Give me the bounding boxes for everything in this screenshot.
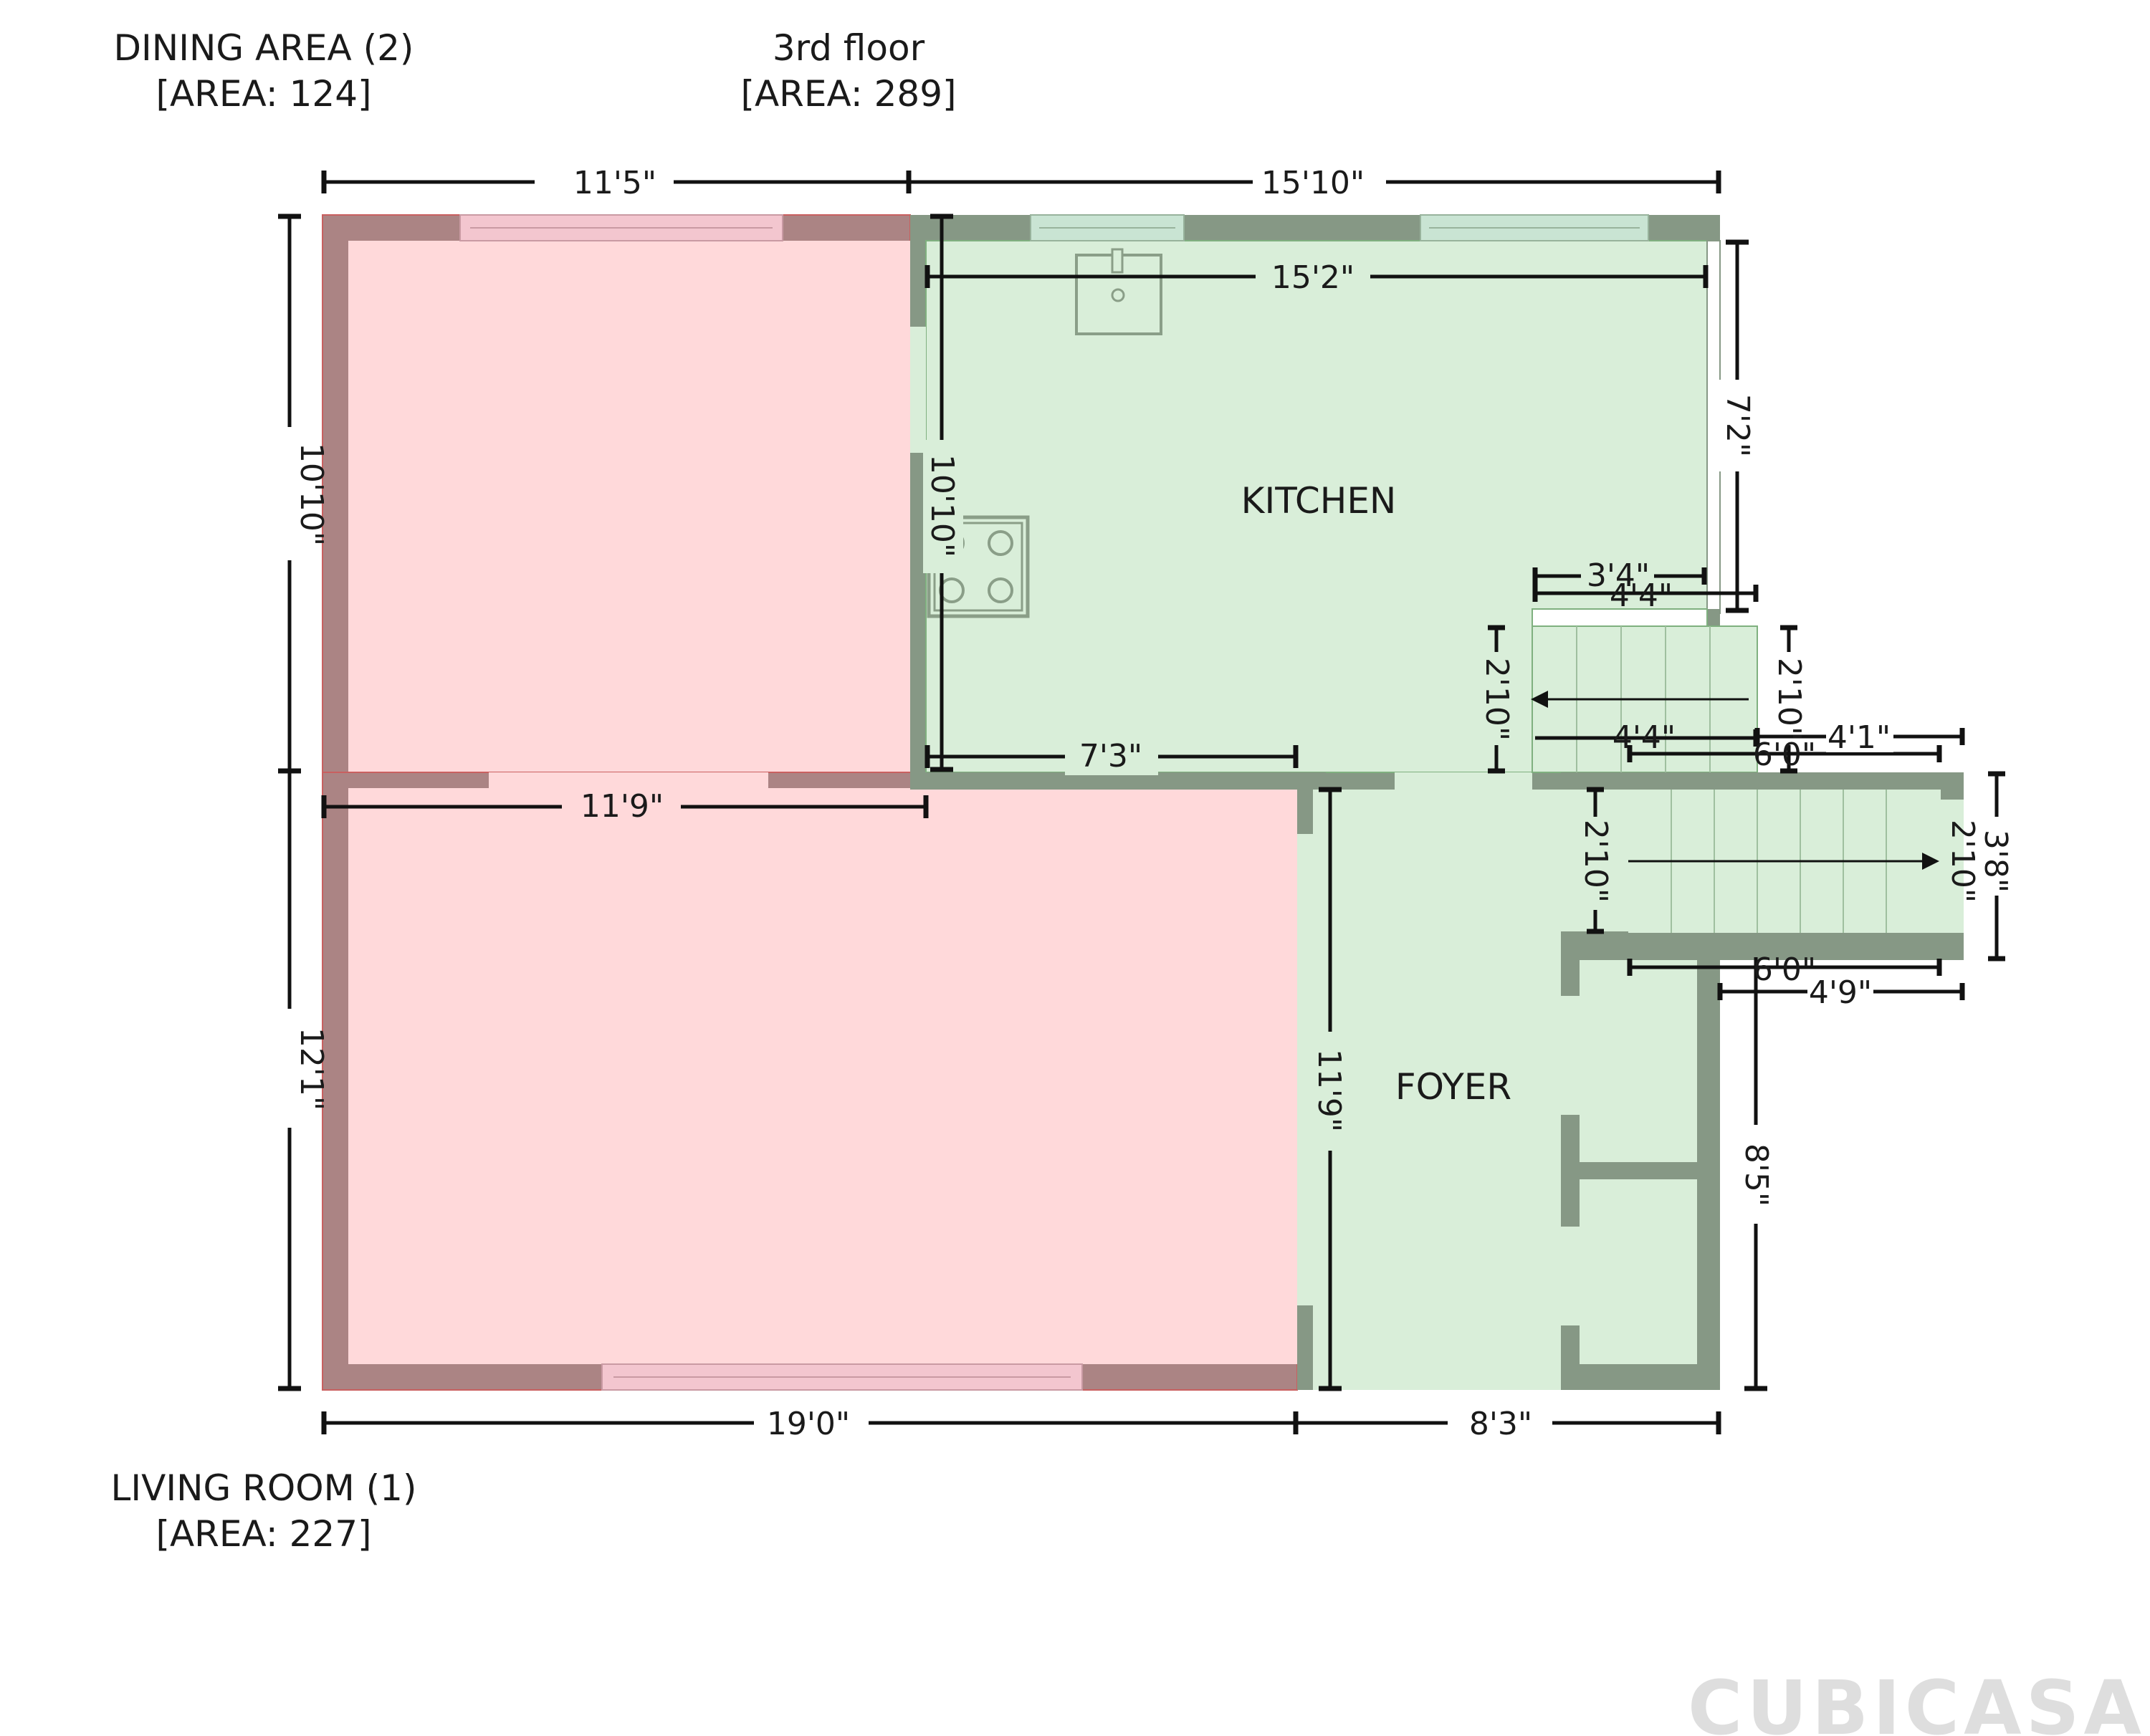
foyer-door xyxy=(1334,1364,1506,1390)
dim-stair-upper-w1: 3'4" xyxy=(1587,557,1650,594)
dimension-lines xyxy=(269,162,2015,1443)
closet-lower xyxy=(1580,1179,1697,1364)
dining-living-opening xyxy=(489,772,768,788)
kitchen-door-top xyxy=(910,327,926,453)
kitchen-foyer-opening xyxy=(1395,772,1532,790)
foyer-floor xyxy=(1313,790,1561,1390)
dim-stair-lower-left: 2'10" xyxy=(1577,820,1614,903)
dim-kitchen-height: 10'10" xyxy=(924,454,960,557)
dim-stair-lower-right-outer: 3'8" xyxy=(1977,830,2014,893)
living-room-floor xyxy=(348,788,1297,1364)
dim-stair-lower-top-right: 4'1" xyxy=(1828,719,1891,756)
dining-area-size: [AREA: 124] xyxy=(156,73,371,115)
upper-staircase xyxy=(1531,608,1758,773)
living-room-size: [AREA: 227] xyxy=(156,1513,371,1555)
dim-stair-upper-left: 2'10" xyxy=(1478,658,1515,741)
dining-living-rooms xyxy=(322,214,1298,1391)
living-room-name: LIVING ROOM (1) xyxy=(111,1467,417,1509)
floor-name: 3rd floor xyxy=(773,27,925,69)
dim-left-lower: 12'1" xyxy=(293,1027,330,1111)
floor-area: [AREA: 289] xyxy=(740,73,956,115)
closet-upper xyxy=(1580,951,1697,1162)
dim-bottom-right: 8'3" xyxy=(1469,1406,1532,1442)
cubicasa-logo: CUBICASA xyxy=(1688,1664,2146,1736)
dim-foyer-right: 8'5" xyxy=(1738,1143,1774,1207)
dim-top-left: 11'5" xyxy=(573,165,656,201)
dim-stair-upper-w2: 4'4" xyxy=(1610,577,1673,614)
foyer-label: FOYER xyxy=(1395,1066,1511,1108)
kitchen-foyer-rooms xyxy=(910,214,1964,1390)
dim-kitchen-right: 7'2" xyxy=(1719,394,1756,457)
dim-kitchen-bottom: 7'3" xyxy=(1079,738,1142,775)
dining-area-name: DINING AREA (2) xyxy=(114,27,414,69)
dim-left-upper: 10'10" xyxy=(293,443,330,546)
labels: DINING AREA (2) [AREA: 124] 3rd floor [A… xyxy=(111,27,2146,1736)
dim-stair-upper-right: 2'10" xyxy=(1771,658,1807,741)
dim-stair-lower-bottom-right: 4'9" xyxy=(1809,974,1872,1011)
dim-stair-lower-bottom: 6'0" xyxy=(1753,951,1816,988)
dim-kitchen-width: 15'2" xyxy=(1271,259,1354,296)
dim-living-top: 11'9" xyxy=(580,788,664,825)
dim-stair-upper-bottom: 4'4" xyxy=(1612,719,1676,756)
dim-top-right: 15'10" xyxy=(1261,165,1365,201)
dim-stair-lower-right-inner: 2'10" xyxy=(1944,820,1981,903)
sink-icon xyxy=(1075,248,1162,335)
dim-stair-lower-top: 6'0" xyxy=(1753,737,1816,773)
dining-area-floor xyxy=(348,241,910,772)
kitchen-label: KITCHEN xyxy=(1241,480,1397,522)
dim-foyer-height: 11'9" xyxy=(1311,1049,1347,1132)
dim-bottom-left: 19'0" xyxy=(767,1406,850,1442)
lower-staircase xyxy=(1561,772,1964,960)
